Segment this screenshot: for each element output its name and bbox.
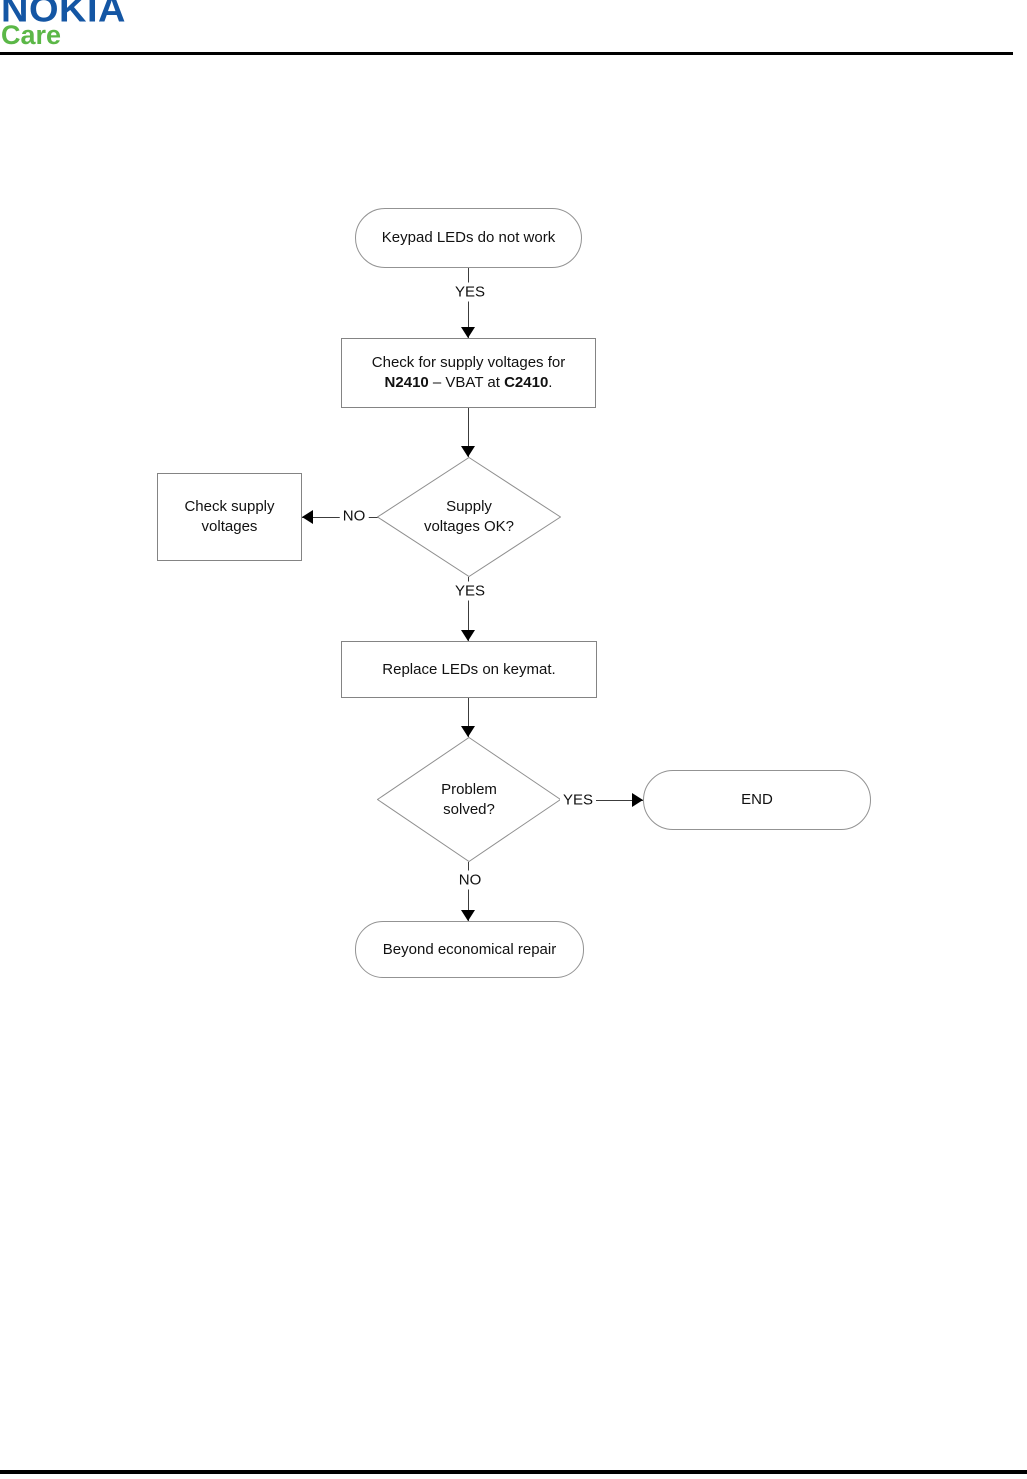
decision-supply-voltages-ok-label: Supply voltages OK? — [423, 498, 515, 535]
diamond-shape — [377, 737, 561, 862]
process-check-supply-voltages: Check supply voltages — [157, 473, 302, 561]
component-ref-n2410: N2410 — [384, 374, 429, 391]
process-check-voltage: Check for supply voltages for N2410 – VB… — [341, 338, 596, 408]
connector-check-to-decision1 — [468, 408, 469, 457]
edge-label-yes: YES — [451, 282, 489, 302]
edge-label-no: NO — [339, 506, 369, 526]
arrow-right-icon — [632, 793, 643, 807]
arrow-down-icon — [461, 910, 475, 921]
edge-label-yes: YES — [451, 581, 489, 601]
decision-problem-solved: Problem solved? — [377, 737, 561, 862]
arrow-left-icon — [302, 510, 313, 524]
arrow-down-icon — [461, 327, 475, 338]
process-check-voltage-label: Check for supply voltages for N2410 – VB… — [371, 354, 566, 391]
decision-supply-voltages-ok: Supply voltages OK? — [377, 457, 561, 577]
connector-replace-to-decision2 — [468, 698, 469, 737]
connector-decision2-to-end — [561, 800, 643, 801]
nokia-logo: NOKIA — [1, 0, 126, 31]
start-terminator-label: Keypad LEDs do not work — [381, 229, 556, 246]
component-ref-c2410: C2410 — [504, 374, 549, 391]
edge-label-yes: YES — [559, 790, 597, 810]
arrow-down-icon — [461, 630, 475, 641]
beyond-repair-terminator: Beyond economical repair — [355, 921, 584, 978]
diamond-shape — [377, 457, 561, 577]
edge-label-no: NO — [455, 870, 485, 890]
arrow-down-icon — [461, 446, 475, 457]
process-check-supply-voltages-label: Check supply voltages — [184, 498, 275, 535]
beyond-repair-terminator-label: Beyond economical repair — [382, 940, 557, 958]
arrow-down-icon — [461, 726, 475, 737]
process-replace-leds: Replace LEDs on keymat. — [341, 641, 597, 698]
decision-problem-solved-label: Problem solved? — [441, 780, 497, 818]
footer-divider — [0, 1470, 1027, 1474]
care-logo-text: Care — [1, 20, 62, 50]
start-terminator: Keypad LEDs do not work — [355, 208, 582, 268]
header-divider — [0, 52, 1013, 55]
process-replace-leds-label: Replace LEDs on keymat. — [382, 660, 556, 678]
end-terminator: END — [643, 770, 871, 830]
end-terminator-label: END — [741, 791, 773, 808]
connector-start-to-check — [468, 268, 469, 338]
connector-decision1-to-replace — [468, 577, 469, 641]
connector-decision2-to-beyond — [468, 862, 469, 921]
